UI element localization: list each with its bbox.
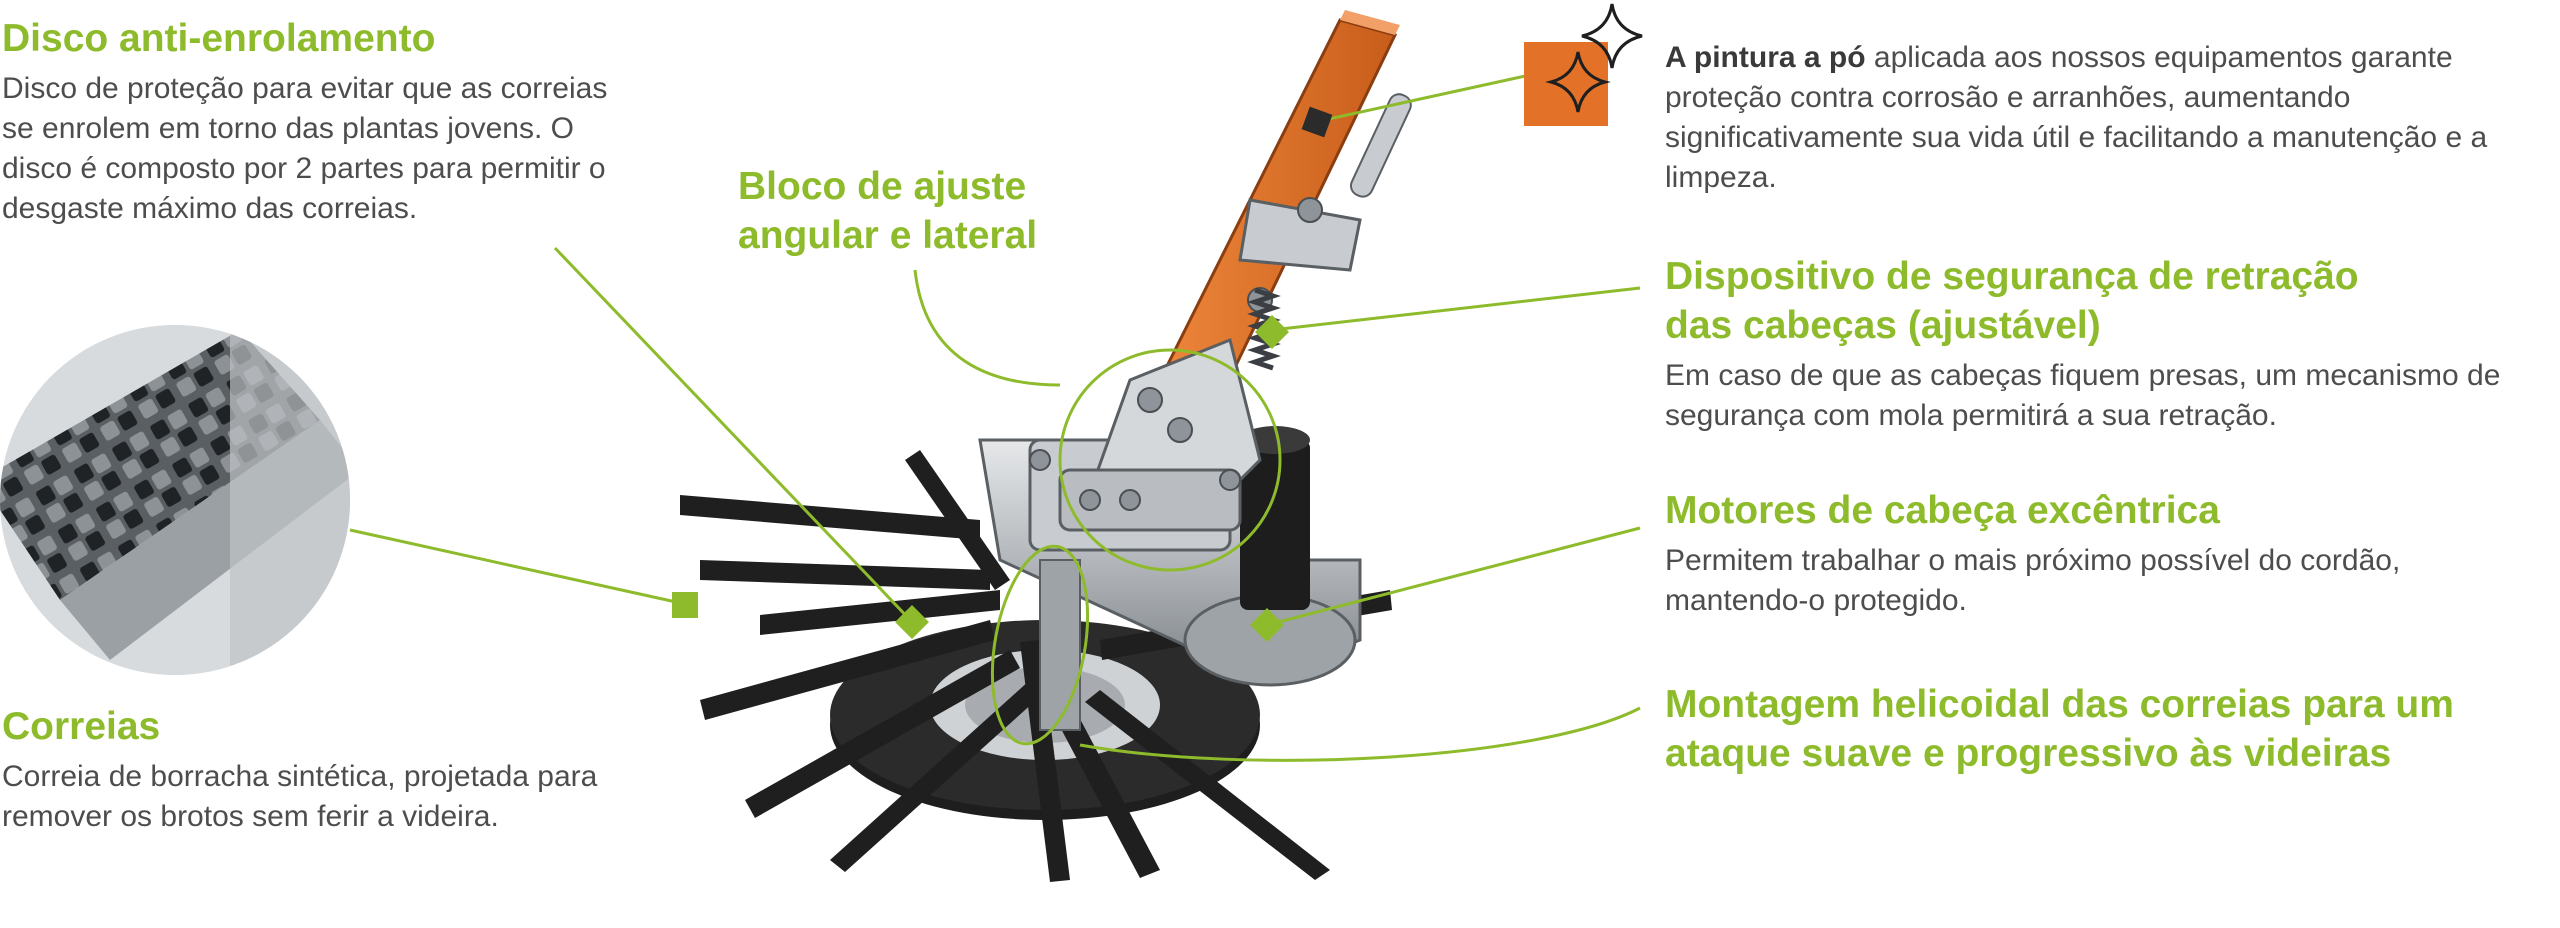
callout-disco: Disco anti-enrolamento Disco de proteção…	[2, 14, 642, 229]
callout-pintura-strong: A pintura a pó	[1665, 41, 1866, 74]
callout-correias-title: Correias	[2, 705, 161, 748]
callout-motores-title: Motores de cabeça excêntrica	[1665, 489, 2220, 532]
callout-motores: Motores de cabeça excêntrica Permitem tr…	[1665, 486, 2545, 621]
callout-pintura-desc: A pintura a pó aplicada aos nossos equip…	[1665, 38, 2545, 198]
callout-correias: Correias Correia de borracha sintética, …	[2, 702, 652, 837]
callout-motores-desc: Permitem trabalhar o mais próximo possív…	[1665, 544, 2401, 617]
callout-disco-title: Disco anti-enrolamento	[2, 17, 436, 60]
sparkle-icon	[1524, 3, 1643, 126]
callout-pintura: A pintura a pó aplicada aos nossos equip…	[1665, 38, 2545, 198]
paint-marker	[1301, 106, 1333, 138]
callout-correias-desc: Correia de borracha sintética, projetada…	[2, 760, 598, 833]
callout-markers	[672, 315, 1289, 642]
callout-montagem-title: Montagem helicoidal das correias para um…	[1665, 683, 2454, 775]
callout-bloco-title: Bloco de ajuste angular e lateral	[738, 165, 1038, 257]
callout-pintura-text: aplicada aos nossos equipamentos garante…	[1665, 41, 2488, 194]
belts	[680, 450, 1392, 882]
belt-zoom-image	[0, 325, 350, 675]
callout-dispositivo-title: Dispositivo de segurança de retração das…	[1665, 255, 2359, 347]
callout-bloco: Bloco de ajuste angular e lateral	[738, 162, 1138, 260]
callout-montagem: Montagem helicoidal das correias para um…	[1665, 680, 2555, 778]
callout-dispositivo-desc: Em caso de que as cabeças fiquem presas,…	[1665, 359, 2501, 432]
callout-dispositivo: Dispositivo de segurança de retração das…	[1665, 252, 2555, 436]
callout-disco-desc: Disco de proteção para evitar que as cor…	[2, 72, 608, 225]
callout-lines	[349, 73, 1641, 762]
